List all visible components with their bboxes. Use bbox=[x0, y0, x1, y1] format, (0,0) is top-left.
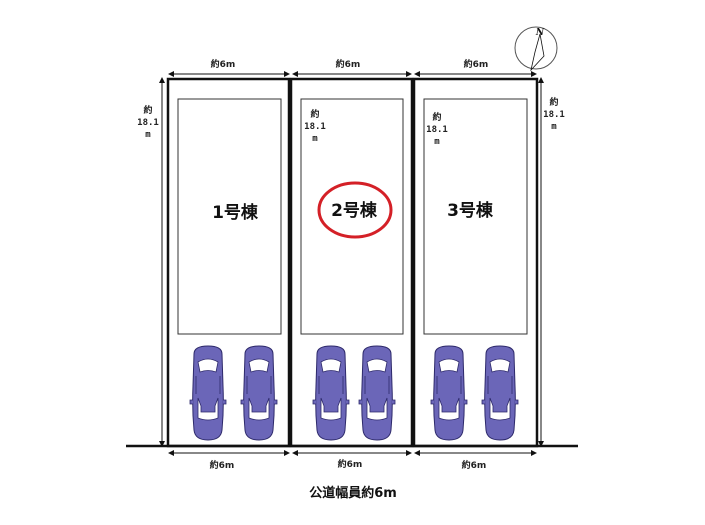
left-depth-label-line3: m bbox=[145, 130, 151, 140]
bottom-width-label-3: 約6m bbox=[462, 459, 487, 471]
bottom-width-label-1: 約6m bbox=[210, 459, 235, 471]
lot-2: 約 18.1 m 2号棟 bbox=[289, 77, 414, 448]
lot-3-label: 3号棟 bbox=[447, 200, 494, 221]
right-depth-label-line2: 18.1 bbox=[543, 110, 565, 120]
lot-3-depth-label-line1: 約 bbox=[432, 111, 441, 123]
lot-1-label: 1号棟 bbox=[212, 202, 259, 223]
lot-2-depth-label-line3: m bbox=[312, 134, 318, 144]
left-depth-label-line1: 約 bbox=[143, 104, 152, 116]
parked-car-icon bbox=[481, 345, 519, 441]
top-width-label-2: 約6m bbox=[336, 58, 361, 70]
side-depth-dimensions: 約 18.1 m 約 18.1 m bbox=[137, 77, 565, 447]
top-width-label-3: 約6m bbox=[464, 58, 489, 70]
lot-2-depth-label-line2: 18.1 bbox=[304, 122, 326, 132]
top-width-label-1: 約6m bbox=[211, 58, 236, 70]
parked-car-icon bbox=[312, 345, 350, 441]
right-depth-label-line3: m bbox=[551, 122, 557, 132]
top-dimensions: 約6m 約6m 約6m bbox=[168, 58, 537, 77]
north-label: N bbox=[535, 28, 545, 38]
road-width-label: 公道幅員約6m bbox=[309, 485, 397, 501]
parked-car-icon bbox=[430, 345, 468, 441]
parked-car-icon bbox=[189, 345, 227, 441]
lot-3-depth-label-line2: 18.1 bbox=[426, 125, 448, 135]
bottom-width-label-2: 約6m bbox=[338, 458, 363, 470]
lot-2-depth-label-line1: 約 bbox=[310, 108, 319, 120]
lot-3: 約 18.1 m 3号棟 bbox=[412, 77, 539, 448]
lot-3-depth-label-line3: m bbox=[434, 137, 440, 147]
highlight-circle bbox=[317, 181, 393, 239]
left-depth-label-line2: 18.1 bbox=[137, 118, 159, 128]
lot-1: 1号棟 bbox=[166, 77, 291, 448]
bottom-dimensions: 約6m 約6m 約6m bbox=[168, 450, 537, 471]
north-compass-icon: N bbox=[514, 26, 558, 72]
lot-2-label: 2号棟 bbox=[331, 200, 378, 221]
parked-car-icon bbox=[240, 345, 278, 441]
right-depth-label-line1: 約 bbox=[549, 96, 558, 108]
parked-car-icon bbox=[358, 345, 396, 441]
